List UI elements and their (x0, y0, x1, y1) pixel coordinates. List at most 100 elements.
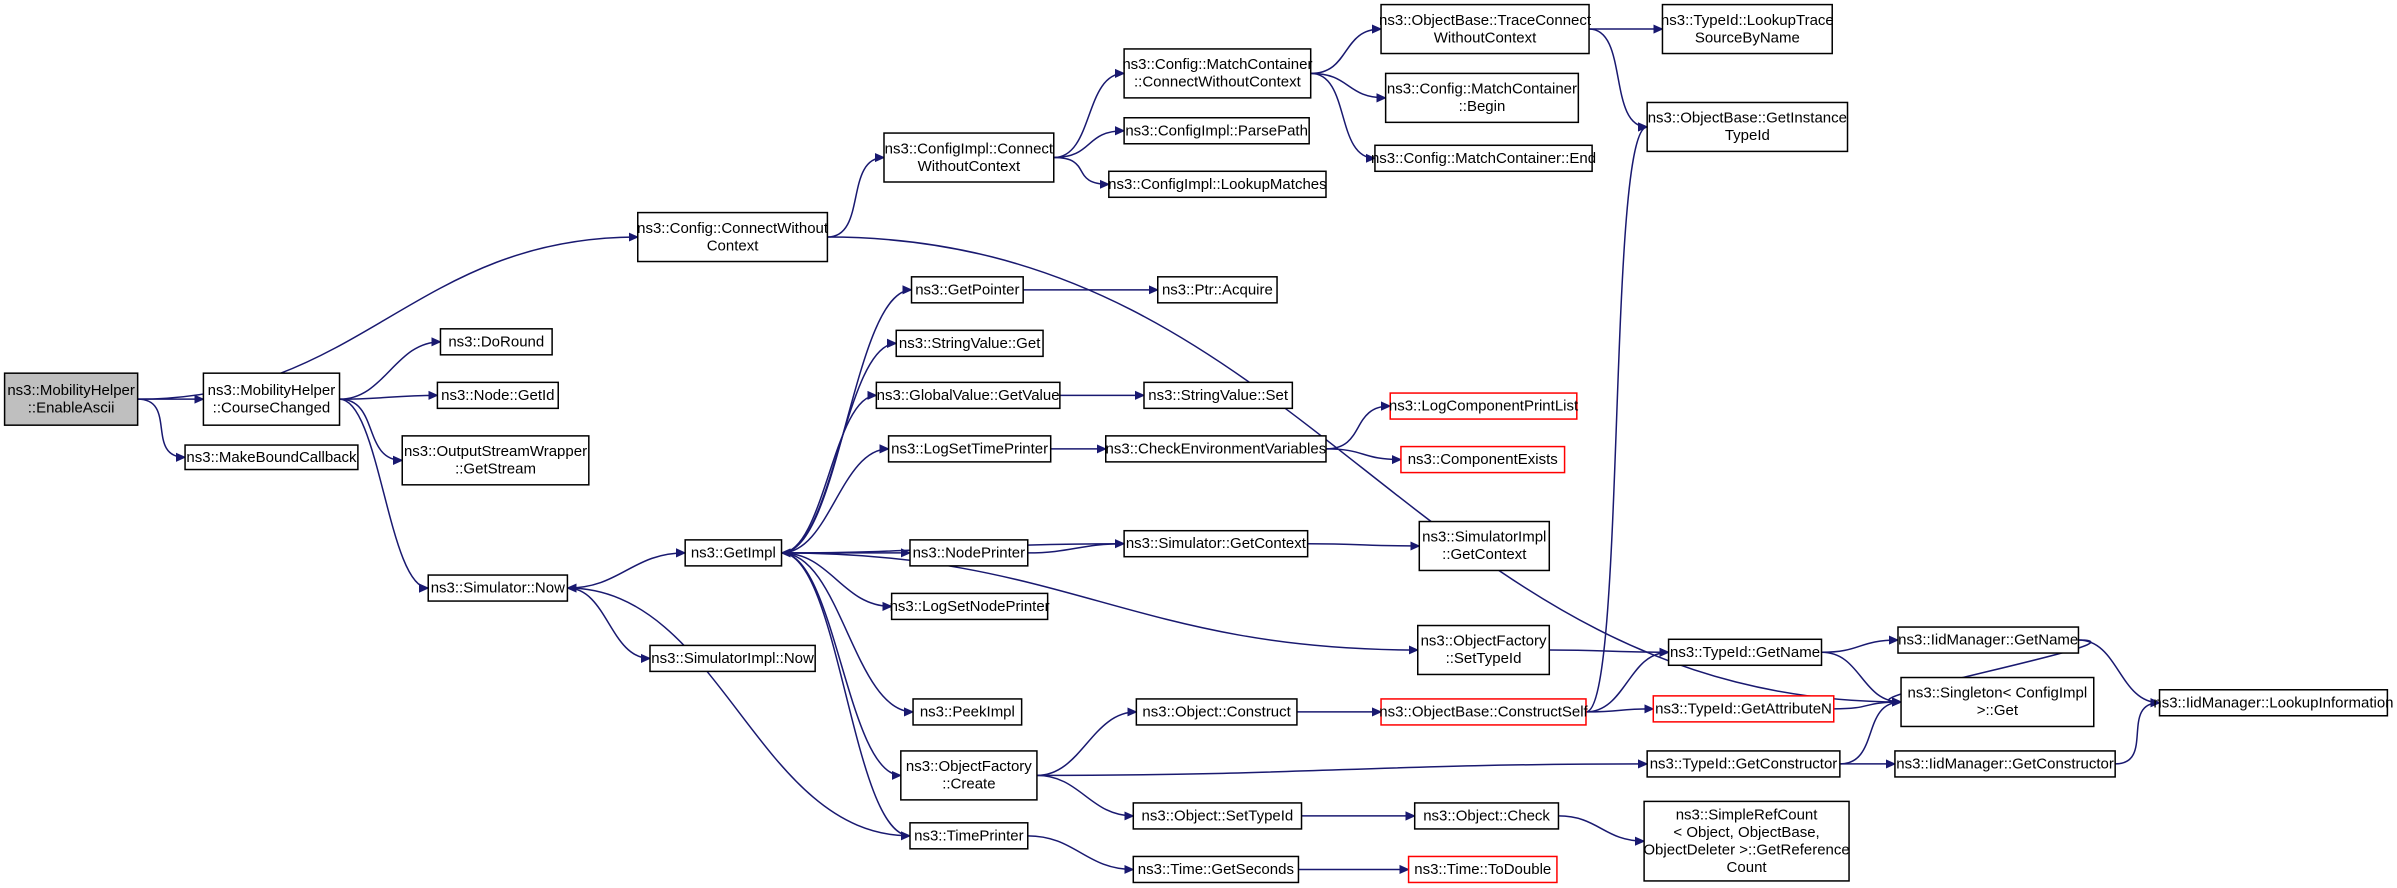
node-label: ns3::GetPointer (915, 281, 1019, 298)
node-box (436, 381, 559, 410)
node-configimpl-cwc[interactable]: ns3::ConfigImpl::ConnectWithoutContext (883, 132, 1055, 183)
edge-objfactory-create-to-typeid-getconstructor (1036, 764, 1647, 777)
node-label: ns3::TypeId::GetConstructor (1650, 755, 1838, 772)
node-label: ns3::StringValue::Set (1148, 387, 1289, 404)
node-label: ns3::LogComponentPrintList (1389, 398, 1579, 415)
edge-iidmanager-getconstructor-to-iidmanager-lookupinfo (2115, 703, 2159, 765)
node-stringvalue-get[interactable]: ns3::StringValue::Get (895, 329, 1044, 358)
node-label: ns3::SimpleRefCount (1676, 806, 1819, 823)
node-getpointer[interactable]: ns3::GetPointer (910, 276, 1024, 304)
node-box (909, 539, 1029, 567)
node-typeid-getconstructor[interactable]: ns3::TypeId::GetConstructor (1646, 750, 1841, 778)
node-doround[interactable]: ns3::DoRound (439, 328, 553, 356)
node-label: ns3::IidManager::LookupInformation (2153, 694, 2393, 711)
edge-matchcontainer-cwc-to-mc-end (1310, 72, 1375, 158)
node-box (1646, 750, 1841, 778)
node-layer: ns3::MobilityHelper::EnableAscii ns3::Con… (3, 3, 2394, 884)
node-getimpl[interactable]: ns3::GetImpl (684, 539, 783, 567)
node-stringvalue-set[interactable]: ns3::StringValue::Set (1143, 381, 1294, 410)
node-globalvalue-getvalue[interactable]: ns3::GlobalValue::GetValue (875, 381, 1061, 410)
node-iidmanager-lookupinfo[interactable]: ns3::IidManager::LookupInformation (2153, 689, 2394, 717)
node-simimpl-getcontext[interactable]: ns3::SimulatorImpl::GetContext (1418, 520, 1551, 572)
node-box (1667, 638, 1823, 667)
node-label: ns3::Config::MatchContainer (1387, 81, 1577, 98)
node-box (1123, 117, 1310, 145)
node-label: ::Create (942, 776, 995, 793)
node-timeprinter[interactable]: ns3::TimePrinter (909, 822, 1029, 850)
node-label: ns3::Config::MatchContainer (1122, 56, 1312, 73)
node-sim-now[interactable]: ns3::Simulator::Now (427, 574, 569, 602)
node-time-todouble[interactable]: ns3::Time::ToDouble (1407, 855, 1558, 884)
node-root[interactable]: ns3::MobilityHelper::EnableAscii (3, 372, 139, 426)
edge-object-check-to-simplerefcount (1558, 815, 1644, 841)
node-label: ns3::Time::ToDouble (1414, 861, 1551, 878)
node-box (1123, 48, 1312, 99)
node-time-getseconds[interactable]: ns3::Time::GetSeconds (1132, 855, 1300, 884)
edge-iidmanager-getname-to-singleton-get (1888, 639, 2092, 702)
node-label: ns3::ConfigImpl::ParsePath (1125, 122, 1308, 139)
node-peekimpl[interactable]: ns3::PeekImpl (912, 698, 1023, 726)
node-label: ns3::NodePrinter (913, 544, 1026, 561)
edge-getimpl-to-peekimpl (781, 552, 914, 712)
node-checkenv[interactable]: ns3::CheckEnvironmentVariables (1105, 435, 1327, 463)
node-nodeprinter[interactable]: ns3::NodePrinter (909, 539, 1029, 567)
node-box (883, 132, 1055, 183)
node-label: ::CourseChanged (213, 399, 331, 416)
node-objfactory-settypeid[interactable]: ns3::ObjectFactory::SetTypeId (1417, 624, 1551, 676)
node-node-getid[interactable]: ns3::Node::GetId (436, 381, 559, 410)
node-object-construct[interactable]: ns3::Object::Construct (1135, 698, 1298, 726)
node-label: ns3::Config::ConnectWithout (637, 220, 829, 237)
node-label: ns3::Time::GetSeconds (1138, 861, 1294, 878)
node-objfactory-create[interactable]: ns3::ObjectFactory::Create (900, 750, 1038, 801)
node-ptr-acquire[interactable]: ns3::Ptr::Acquire (1157, 276, 1278, 304)
edge-timeprinter-to-time-getseconds (1027, 835, 1134, 870)
node-mc-begin[interactable]: ns3::Config::MatchContainer::Begin (1384, 72, 1580, 124)
node-logcompprintlist[interactable]: ns3::LogComponentPrintList (1389, 392, 1579, 420)
node-osw-getstream[interactable]: ns3::OutputStreamWrapper::GetStream (401, 435, 590, 486)
node-make-bound[interactable]: ns3::MakeBoundCallback (184, 444, 359, 471)
node-box (1646, 101, 1849, 153)
node-logsetnodeprinter[interactable]: ns3::LogSetNodePrinter (890, 592, 1050, 621)
node-parsepath[interactable]: ns3::ConfigImpl::ParsePath (1123, 117, 1310, 145)
node-sim-getcontext[interactable]: ns3::Simulator::GetContext (1123, 529, 1309, 558)
node-trace-cwc[interactable]: ns3::ObjectBase::TraceConnectWithoutCont… (1379, 3, 1592, 55)
node-box (649, 644, 816, 673)
node-iidmanager-getconstructor[interactable]: ns3::IidManager::GetConstructor (1894, 750, 2116, 778)
node-label: < Object, ObjectBase, (1673, 824, 1819, 841)
edge-sim-now-to-simimpl-now (567, 587, 650, 658)
node-label: ns3::StringValue::Get (899, 335, 1041, 352)
node-lookupmatches[interactable]: ns3::ConfigImpl::LookupMatches (1108, 170, 1327, 199)
node-label: ::ConnectWithoutContext (1134, 74, 1302, 91)
node-typeid-getname[interactable]: ns3::TypeId::GetName (1667, 638, 1823, 667)
node-box (1407, 855, 1558, 884)
node-label: ::Begin (1459, 98, 1506, 115)
node-object-check[interactable]: ns3::Object::Check (1413, 802, 1560, 830)
node-box (202, 372, 341, 426)
edge-checkenv-to-componentexists (1325, 448, 1401, 460)
edge-typeid-getname-to-iidmanager-getname (1821, 640, 1898, 654)
node-label: ns3::DoRound (448, 333, 544, 350)
node-mh-course[interactable]: ns3::MobilityHelper::CourseChanged (202, 372, 341, 426)
node-label: ns3::Config::MatchContainer::End (1371, 150, 1596, 167)
edge-root-to-make-bound (137, 398, 185, 457)
edge-getimpl-to-globalvalue-getvalue (781, 395, 877, 554)
edge-objectbase-constructself-to-typeid-getattributen (1585, 709, 1653, 712)
edge-getimpl-to-objfactory-settypeid (781, 552, 1418, 650)
node-simimpl-now[interactable]: ns3::SimulatorImpl::Now (649, 644, 816, 673)
node-label: ns3::Simulator::GetContext (1126, 535, 1307, 552)
node-matchcontainer-cwc[interactable]: ns3::Config::MatchContainer::ConnectWith… (1122, 48, 1312, 99)
node-box (1157, 276, 1278, 304)
node-simplerefcount[interactable]: ns3::SimpleRefCount< Object, ObjectBase,… (1643, 800, 1850, 882)
node-singleton-get[interactable]: ns3::Singleton< ConfigImpl>::Get (1900, 676, 2095, 728)
node-config-cwc[interactable]: ns3::Config::ConnectWithoutContext (637, 211, 829, 263)
node-objectbase-constructself[interactable]: ns3::ObjectBase::ConstructSelf (1379, 698, 1589, 726)
node-iidmanager-getname[interactable]: ns3::IidManager::GetName (1897, 626, 2080, 654)
node-object-settypeid[interactable]: ns3::Object::SetTypeId (1132, 802, 1303, 830)
node-logsettimeprinter[interactable]: ns3::LogSetTimePrinter (887, 435, 1052, 463)
node-mc-end[interactable]: ns3::Config::MatchContainer::End (1371, 144, 1596, 173)
node-typeid-getattributen[interactable]: ns3::TypeId::GetAttributeN (1652, 695, 1835, 723)
node-componentexists[interactable]: ns3::ComponentExists (1400, 445, 1566, 474)
